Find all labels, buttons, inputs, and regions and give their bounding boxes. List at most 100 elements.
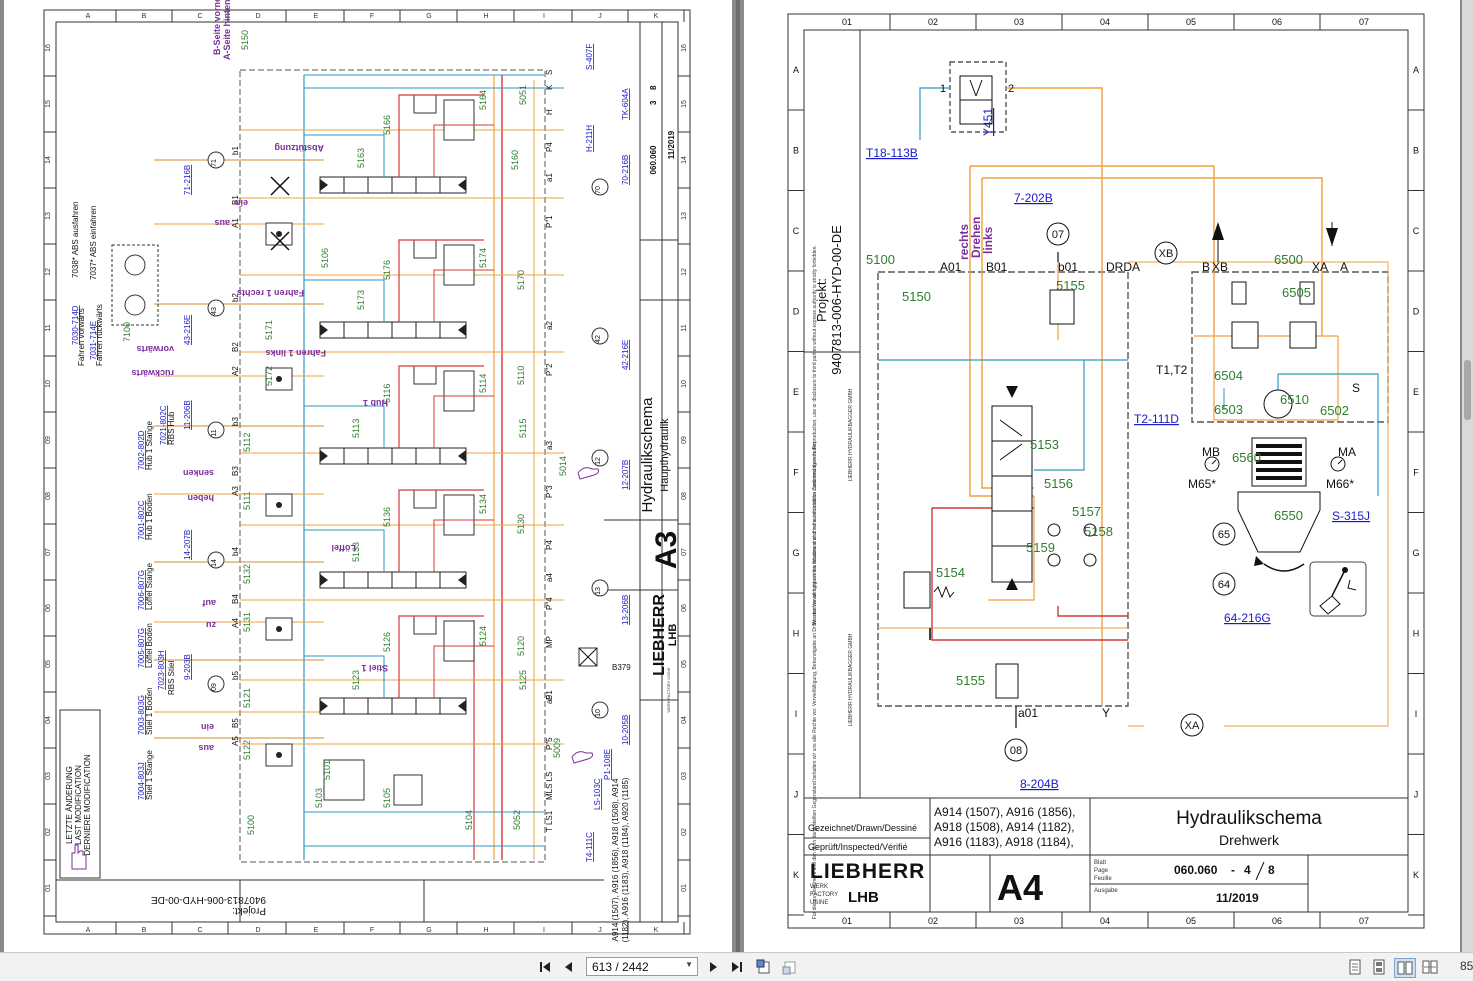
port-label: b1 bbox=[231, 146, 240, 155]
cross-reference-link[interactable]: T4-111C bbox=[585, 832, 594, 862]
cross-reference-link[interactable]: LS-103C bbox=[593, 778, 602, 810]
hand-icon bbox=[71, 844, 87, 870]
extract-page-button[interactable] bbox=[754, 958, 774, 976]
component-code: 5100 bbox=[246, 815, 256, 835]
cross-reference-link[interactable]: 11-206B bbox=[183, 400, 192, 430]
chevron-down-icon[interactable]: ▼ bbox=[685, 960, 693, 969]
vertical-scrollbar[interactable] bbox=[1462, 0, 1473, 952]
cross-reference-link[interactable]: 7030-714D bbox=[71, 305, 80, 345]
cross-reference-link[interactable]: 14-207B bbox=[183, 530, 192, 560]
right-rights-company-2: LIEBHERR HYDRAULIKBAGGER GMBH bbox=[848, 633, 854, 726]
insert-page-button[interactable] bbox=[780, 958, 800, 976]
right-subtitle: Drehwerk bbox=[1219, 832, 1280, 848]
cross-reference-link[interactable]: 71-216B bbox=[183, 165, 192, 195]
reference-number: 42 bbox=[595, 335, 602, 343]
grid-row: D bbox=[793, 307, 800, 317]
grid-number: 05 bbox=[681, 660, 688, 668]
single-page-view-button[interactable] bbox=[1346, 958, 1364, 976]
zoom-level[interactable]: 85 bbox=[1460, 959, 1473, 973]
left-brand-sub: LHB bbox=[667, 624, 679, 647]
check-valve bbox=[413, 615, 437, 635]
directional-valve-5153 bbox=[991, 386, 1033, 590]
right-project-number: 9407813-006-HYD-00-DE bbox=[829, 225, 844, 375]
cross-reference-link[interactable]: 13-206B bbox=[621, 595, 630, 625]
grid-row: A bbox=[1413, 65, 1419, 75]
grid-number: 02 bbox=[45, 828, 52, 836]
grid-letter: K bbox=[654, 13, 659, 20]
component-code: 5124 bbox=[478, 626, 488, 646]
valve-arrow bbox=[458, 700, 466, 712]
right-usine: USINE bbox=[810, 900, 828, 906]
two-page-view-button[interactable] bbox=[1394, 958, 1416, 978]
component-code: 5171 bbox=[264, 320, 274, 340]
component-code: 6550 bbox=[1274, 508, 1303, 523]
brake-disc bbox=[1256, 460, 1302, 464]
grid-number: 16 bbox=[681, 44, 688, 52]
cross-reference-link[interactable]: 7023-803H bbox=[157, 650, 166, 690]
reference-circle bbox=[1046, 222, 1070, 246]
cross-reference-link[interactable]: 7006-807G bbox=[137, 570, 146, 610]
continuous-view-button[interactable] bbox=[1370, 958, 1388, 976]
component-code: 5155 bbox=[956, 673, 985, 688]
scroll-thumb[interactable] bbox=[1464, 360, 1471, 420]
grid-column: 07 bbox=[1359, 916, 1369, 926]
right-rights-en: We reserve all rights in this document a… bbox=[812, 245, 818, 625]
pipe-red bbox=[433, 645, 494, 698]
cross-reference-link[interactable]: 7021-802C bbox=[159, 405, 168, 445]
grid-number: 14 bbox=[45, 156, 52, 164]
cross-reference-link[interactable]: 9-203B bbox=[183, 654, 192, 680]
function-label: ein bbox=[201, 722, 214, 732]
cross-reference-link[interactable]: 7031-714E bbox=[89, 321, 98, 360]
cross-reference-link[interactable]: S-407F bbox=[585, 44, 594, 70]
cross-reference-link[interactable]: 64-216G bbox=[1224, 611, 1271, 625]
cross-reference-link[interactable]: H-211H bbox=[585, 125, 594, 152]
port-label: a01 bbox=[1018, 706, 1038, 720]
cross-reference-link[interactable]: T18-113B bbox=[866, 146, 918, 160]
cross-reference-link[interactable]: 70-216B bbox=[621, 155, 630, 185]
cross-reference-link[interactable]: TK-604A bbox=[621, 88, 630, 120]
grid-number: 05 bbox=[45, 660, 52, 668]
first-page-button[interactable] bbox=[536, 958, 554, 976]
reference-circle bbox=[207, 675, 225, 693]
grid-number: 03 bbox=[45, 772, 52, 780]
cross-reference-link[interactable]: 43-216E bbox=[183, 315, 192, 345]
port-label: B01 bbox=[986, 260, 1008, 274]
function-label: Hub 1 bbox=[363, 398, 388, 408]
cross-reference-link[interactable]: 42-216E bbox=[621, 340, 630, 370]
cross-reference-link[interactable]: 7003-803G bbox=[137, 695, 146, 735]
grid-letter: B bbox=[142, 927, 147, 934]
function-label: Fahren 1 links bbox=[265, 348, 326, 358]
port-label: B2 bbox=[231, 342, 240, 352]
cross-reference-link[interactable]: T2-111D bbox=[1134, 412, 1179, 426]
cross-reference-link[interactable]: 10-205B bbox=[621, 715, 630, 745]
cross-reference-link[interactable]: 12-207B bbox=[621, 460, 630, 490]
right-sheet-total: 8 bbox=[1268, 863, 1275, 877]
cross-reference-link[interactable]: 7005-807G bbox=[137, 628, 146, 668]
brake-disc bbox=[1256, 444, 1302, 448]
function-label: Abstützung bbox=[275, 143, 325, 153]
two-page-continuous-button[interactable] bbox=[1420, 958, 1440, 976]
cross-reference-link[interactable]: S-315J bbox=[1332, 509, 1370, 523]
grid-column: 03 bbox=[1014, 916, 1024, 926]
cross-reference-link[interactable]: 7004-803J bbox=[137, 762, 146, 800]
left-doc-number: 060.060 bbox=[649, 145, 658, 174]
grid-number: 04 bbox=[45, 716, 52, 724]
cross-reference-link[interactable]: 7-202B bbox=[1014, 191, 1053, 205]
cross-reference-link[interactable]: 7001-802C bbox=[137, 500, 146, 540]
cross-reference-link[interactable]: P1-108E bbox=[603, 749, 612, 780]
grid-row: J bbox=[794, 790, 799, 800]
spring-symbol bbox=[933, 585, 955, 599]
control-valve bbox=[265, 365, 494, 517]
cross-reference-link[interactable]: 8-204B bbox=[1020, 777, 1059, 791]
cross-reference-link[interactable]: 7002-802D bbox=[137, 430, 146, 470]
last-page-button[interactable] bbox=[728, 958, 746, 976]
port-label: P4 bbox=[545, 540, 554, 550]
page-number-field[interactable]: 613 / 2442 ▼ bbox=[586, 957, 698, 976]
right-title: Hydraulikschema bbox=[1176, 808, 1322, 829]
component-link[interactable]: Y451 bbox=[981, 108, 995, 136]
previous-page-button[interactable] bbox=[560, 958, 578, 976]
grid-number: 10 bbox=[681, 380, 688, 388]
next-page-button[interactable] bbox=[704, 958, 722, 976]
control-valve bbox=[265, 94, 494, 246]
